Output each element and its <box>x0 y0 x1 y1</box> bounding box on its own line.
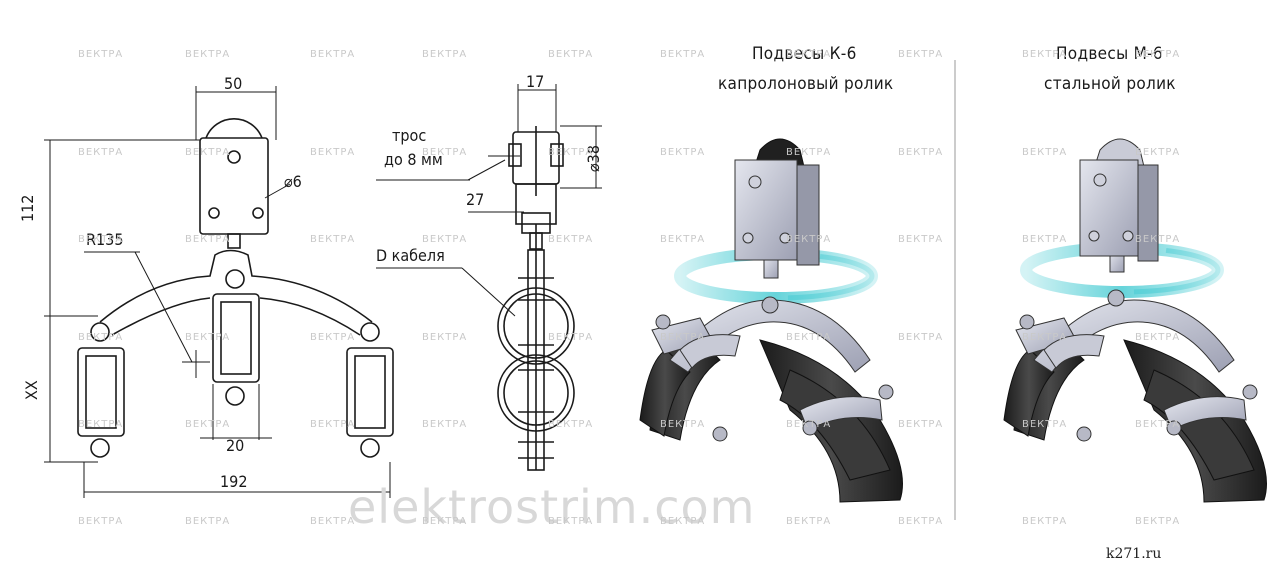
vektra-watermark: ВЕКТРА <box>310 49 356 60</box>
vektra-watermark: ВЕКТРА <box>786 419 832 430</box>
dim-height: 112 <box>18 194 37 222</box>
bolt-top <box>227 150 241 164</box>
vektra-watermark: ВЕКТРА <box>310 332 356 343</box>
m6-bracket <box>1079 159 1139 257</box>
cable-note-1: трос <box>392 126 427 145</box>
dim-total: 192 <box>220 472 248 491</box>
vektra-watermark: ВЕКТРА <box>422 332 468 343</box>
vektra-watermark: ВЕКТРА <box>660 234 706 245</box>
vektra-watermark: ВЕКТРА <box>310 419 356 430</box>
vektra-watermark: ВЕКТРА <box>422 234 468 245</box>
vektra-watermark: ВЕКТРА <box>422 419 468 430</box>
vektra-watermark: ВЕКТРА <box>422 516 468 527</box>
vektra-watermark: ВЕКТРА <box>78 49 124 60</box>
vektra-watermark: ВЕКТРА <box>548 419 594 430</box>
vektra-watermark: ВЕКТРА <box>422 147 468 158</box>
front-arm-upper <box>99 249 373 323</box>
vektra-watermark: ВЕКТРА <box>1022 516 1068 527</box>
vektra-watermark: ВЕКТРА <box>1135 147 1181 158</box>
vektra-watermark: ВЕКТРА <box>1135 234 1181 245</box>
vektra-watermark: ВЕКТРА <box>898 49 944 60</box>
vektra-watermark: ВЕКТРА <box>78 234 124 245</box>
vektra-watermark: ВЕКТРА <box>660 332 706 343</box>
k6-caption-title: Подвесы К-6 <box>752 44 857 64</box>
vektra-watermark: ВЕКТРА <box>1135 332 1181 343</box>
vektra-watermark: ВЕКТРА <box>786 332 832 343</box>
vektra-watermark: ВЕКТРА <box>786 516 832 527</box>
vektra-watermark: ВЕКТРА <box>660 419 706 430</box>
dim-radius: R135 <box>86 230 124 249</box>
vektra-watermark: ВЕКТРА <box>185 419 231 430</box>
cable-diameter-label: D кабеля <box>376 246 445 265</box>
vektra-watermark: ВЕКТРА <box>548 234 594 245</box>
vektra-watermark: ВЕКТРА <box>898 516 944 527</box>
vektra-watermark: ВЕКТРА <box>1135 419 1181 430</box>
cable-ring-2 <box>497 354 575 432</box>
dim-clamp: 20 <box>226 436 245 455</box>
vektra-watermark: ВЕКТРА <box>898 332 944 343</box>
vektra-watermark: ВЕКТРА <box>660 516 706 527</box>
m6-caption-subtitle: стальной ролик <box>1044 74 1176 94</box>
vektra-watermark: ВЕКТРА <box>78 419 124 430</box>
vektra-watermark: ВЕКТРА <box>786 147 832 158</box>
vektra-watermark: ВЕКТРА <box>660 147 706 158</box>
vektra-watermark: ВЕКТРА <box>1022 49 1068 60</box>
site-watermark: elektrostrim.com <box>348 480 756 534</box>
cable-note-2: до 8 мм <box>384 150 443 169</box>
cable-ring-1 <box>497 287 575 365</box>
k6-caption-subtitle: капролоновый ролик <box>718 74 894 94</box>
vektra-watermark: ВЕКТРА <box>310 516 356 527</box>
bolt-right <box>252 207 264 219</box>
dim-width-top: 50 <box>224 74 243 93</box>
vektra-watermark: ВЕКТРА <box>1022 234 1068 245</box>
vektra-watermark: ВЕКТРА <box>898 419 944 430</box>
vektra-watermark: ВЕКТРА <box>78 516 124 527</box>
m6-suspension-illustration <box>1003 138 1267 503</box>
vektra-watermark: ВЕКТРА <box>548 332 594 343</box>
vektra-watermark: ВЕКТРА <box>660 49 706 60</box>
vektra-watermark: ВЕКТРА <box>786 49 832 60</box>
k6-suspension-illustration <box>639 138 903 503</box>
front-arm-lower <box>111 297 361 336</box>
vektra-watermark: ВЕКТРА <box>548 516 594 527</box>
dim-xx: XX <box>22 380 41 400</box>
dim-27: 27 <box>466 190 485 209</box>
vektra-watermark: ВЕКТРА <box>898 147 944 158</box>
left-clamp <box>77 347 125 437</box>
dim-side-width: 17 <box>526 72 545 91</box>
vektra-watermark: ВЕКТРА <box>1135 516 1181 527</box>
vektra-watermark: ВЕКТРА <box>78 332 124 343</box>
vektra-watermark: ВЕКТРА <box>185 516 231 527</box>
vektra-watermark: ВЕКТРА <box>185 49 231 60</box>
vektra-watermark: ВЕКТРА <box>1022 332 1068 343</box>
vektra-watermark: ВЕКТРА <box>185 234 231 245</box>
vektra-watermark: ВЕКТРА <box>78 147 124 158</box>
vektra-watermark: ВЕКТРА <box>1135 49 1181 60</box>
vektra-watermark: ВЕКТРА <box>898 234 944 245</box>
center-clamp <box>212 293 260 383</box>
site-label: k271.ru <box>1106 546 1162 562</box>
vektra-watermark: ВЕКТРА <box>185 147 231 158</box>
vektra-watermark: ВЕКТРА <box>548 147 594 158</box>
m6-caption-title: Подвесы М-6 <box>1056 44 1163 64</box>
front-roller <box>205 117 263 139</box>
dim-hole: ⌀6 <box>284 172 302 191</box>
vektra-watermark: ВЕКТРА <box>1022 147 1068 158</box>
vektra-watermark: ВЕКТРА <box>548 49 594 60</box>
right-clamp <box>346 347 394 437</box>
vektra-watermark: ВЕКТРА <box>1022 419 1068 430</box>
vektra-watermark: ВЕКТРА <box>310 234 356 245</box>
vektra-watermark: ВЕКТРА <box>185 332 231 343</box>
k6-bracket <box>734 159 798 261</box>
vektra-watermark: ВЕКТРА <box>422 49 468 60</box>
bolt-left <box>208 207 220 219</box>
vektra-watermark: ВЕКТРА <box>786 234 832 245</box>
vektra-watermark: ВЕКТРА <box>310 147 356 158</box>
front-stem <box>227 233 241 249</box>
